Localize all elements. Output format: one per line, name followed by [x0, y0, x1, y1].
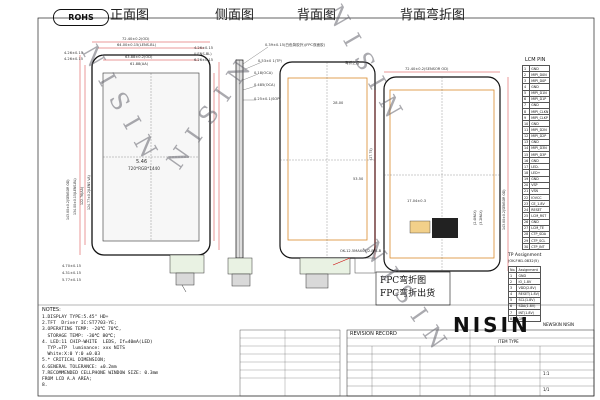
dim-front-aa: 61.88(AA): [130, 62, 149, 66]
bent-small-dim-3: 28.00: [333, 101, 344, 105]
bent-top-dim: 72.40±0.2(SENSOR OD): [405, 67, 449, 71]
lcm-pin-no: 30: [521, 243, 531, 251]
item-type-label: ITEM TYPE: [498, 339, 519, 344]
dim-front-bottom-1: 4.70±0.15: [62, 264, 82, 268]
note-line: 5.* CRITICAL DIMENSION;: [42, 358, 106, 364]
dim-front-left-1: 4.26±0.15: [64, 51, 84, 55]
fpc-detail-outline: [332, 257, 451, 306]
tp-assign-subtitle: (OK-FI61-0832(5): [508, 259, 539, 263]
side-label-4: 0.485(OCA): [254, 83, 275, 87]
notes-list: 1.DISPLAY TYPE:5.45" HD+2.TFT Driver IC:…: [42, 315, 158, 389]
note-line: 7.RECOMMENDED CELLPHONE WINDOW SIZE: 0.3…: [42, 370, 159, 376]
dim-front-bottom-2: 4.31±0.15: [62, 271, 82, 275]
notes-title: NOTES:: [42, 307, 61, 313]
dim-front-vert-2: 134.00±0.15(LENS-BL): [73, 178, 77, 215]
company-logo: NISIN: [453, 313, 531, 337]
dim-front-vert-3: 122.76(AA): [80, 186, 84, 205]
view-title-back-bent: 背面弯折图: [400, 8, 466, 23]
view-title-front: 正面图: [110, 8, 150, 23]
note-line: 6.GENERAL TOLERANCE: ±0.2mm: [42, 364, 117, 370]
title-block-grid: [239, 329, 595, 397]
back-bent-view-outline: [374, 71, 509, 272]
tp-pin-name: GND: [516, 315, 542, 323]
lcm-pin-name: CTP_INT: [529, 243, 551, 251]
side-label-5: 0.25±0.1(SOP): [254, 97, 281, 101]
dim-front-right-2: (LENS-BL): [194, 52, 212, 56]
dim-front-od: 72.40±0.2(OD): [122, 37, 150, 41]
note-line: 8.: [42, 383, 48, 389]
bent-small-dim-1: 53.50: [353, 177, 364, 181]
tp-assign-title: TP Assignment: [508, 253, 542, 258]
note-line: 2.TFT Driver IC:ST7703-YE;: [42, 321, 117, 327]
bent-bottom-label-2: (3.2MAX): [479, 210, 483, 225]
revision-record: REVISION RECORD: [350, 331, 397, 337]
front-resolution-label: 720*RGB*1440: [128, 166, 160, 171]
bent-left-dim: (27.75): [369, 148, 373, 160]
dim-front-lens: 64.00±0.15(LENS-BL): [117, 43, 156, 47]
company-name: NEWSKIN NISIN: [543, 322, 574, 327]
lcm-pin-title: LCM PIN: [525, 57, 546, 63]
side-label-1: 0.39±0.15(白色背胶外)(FPC双面胶): [265, 43, 326, 47]
note-line: TYP.=TP luminance: xxx NITS: [42, 346, 125, 352]
dim-front-vert-1: 143.80±0.2(SENSOR OD): [66, 179, 70, 220]
tp-pin-no: 8: [507, 315, 518, 323]
bent-bottom-label-1: (2.4MAX): [473, 210, 477, 225]
note-line: White:X:0 Y:0 ±0.03: [42, 352, 101, 358]
dim-front-vert-4: 124.77±0.2(LENS VA): [87, 175, 91, 210]
dim-front-right-1: 4.26±0.15: [194, 46, 214, 50]
note-line: 3.OPERATING TEMP: -20℃ 70℃,: [42, 327, 122, 333]
bent-right-dim: 143.80±0.2(SENSOR OD): [502, 189, 506, 230]
side-label-3: 0.18(OCA): [254, 71, 273, 75]
note-line: 1.DISPLAY TYPE:5.45" HD+: [42, 315, 109, 320]
bent-note: 弯折之后: [345, 61, 360, 65]
side-view-outline: [227, 46, 269, 287]
fpc-box-line-1: FPC弯折图: [380, 276, 427, 286]
view-title-side: 侧面图: [215, 8, 255, 23]
front-size-label: 5.46: [136, 159, 148, 165]
dim-front-bottom-3: 5.77±0.15: [62, 278, 82, 282]
bent-section-label: OK-12.5MAX04/2-B B-B: [340, 249, 382, 253]
bent-small-dim-2: 17.04±0.3: [407, 199, 427, 203]
sheet-value: 1/1: [543, 387, 550, 392]
front-view-outline: [79, 41, 220, 293]
fpc-box-line-2: FPC弯折出货: [380, 289, 436, 299]
dim-front-left-2: 4.26±0.15: [64, 57, 84, 61]
note-line: STORAGE TEMP: -30℃ 80℃;: [42, 333, 116, 339]
dim-front-right-3: 6.26±0.15: [194, 58, 214, 62]
side-label-2: 0.53±0 1(TP): [258, 59, 282, 63]
note-line: 4. LED:11 CHIP-WHITE LEDS, If=40mA(LED): [42, 339, 153, 345]
view-title-back: 背面图: [297, 8, 337, 23]
rohs-badge: ROHS: [53, 9, 109, 26]
scale-value: 1:1: [543, 371, 550, 376]
back-view-outline: [279, 61, 376, 289]
note-line: FROM LCD A.A AREA;: [42, 377, 92, 383]
dim-front-od2: 63.88±0.2(OD): [125, 55, 153, 59]
